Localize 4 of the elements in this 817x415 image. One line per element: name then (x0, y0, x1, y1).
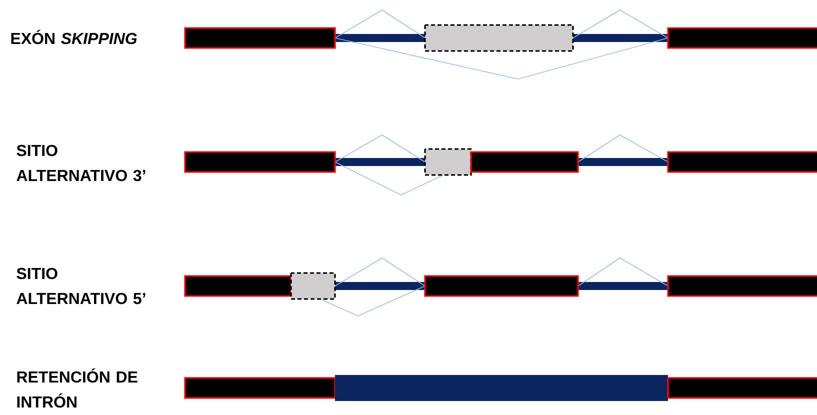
row-label: RETENCIÓN DE INTRÓN (17, 368, 138, 408)
row-label: SITIO ALTERNATIVO 3’ (16, 144, 146, 182)
row-label: SITIO ALTERNATIVO 5’ (16, 268, 146, 304)
row-label: EXÓN SKIPPING (11, 30, 137, 44)
